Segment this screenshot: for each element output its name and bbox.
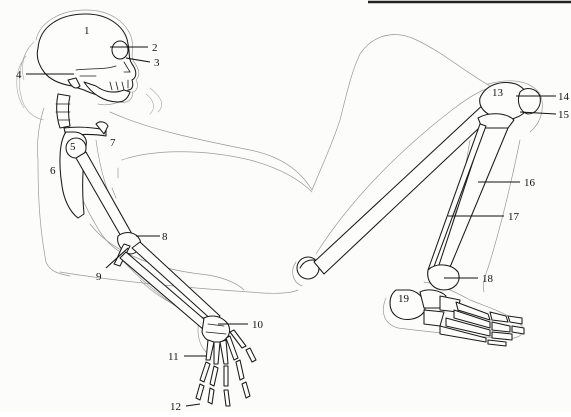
label-11: 11	[168, 351, 179, 363]
label-10: 10	[252, 319, 264, 331]
label-12: 12	[170, 401, 181, 412]
arm-bones	[76, 152, 256, 406]
label-17: 17	[508, 211, 520, 223]
label-5: 5	[70, 141, 76, 153]
label-9: 9	[96, 271, 102, 283]
label-18: 18	[482, 273, 494, 285]
leg-bones	[297, 83, 540, 346]
label-7: 7	[110, 137, 116, 149]
label-4: 4	[16, 69, 22, 81]
label-8: 8	[162, 231, 168, 243]
label-15: 15	[558, 109, 570, 121]
label-14: 14	[558, 91, 570, 103]
label-3: 3	[154, 57, 160, 69]
leader-12	[186, 404, 200, 406]
label-19: 19	[398, 293, 410, 305]
label-2: 2	[152, 42, 158, 54]
leader-lines	[26, 47, 556, 406]
label-16: 16	[524, 177, 536, 189]
label-6: 6	[50, 165, 56, 177]
label-13: 13	[492, 87, 504, 99]
label-1: 1	[84, 25, 90, 37]
